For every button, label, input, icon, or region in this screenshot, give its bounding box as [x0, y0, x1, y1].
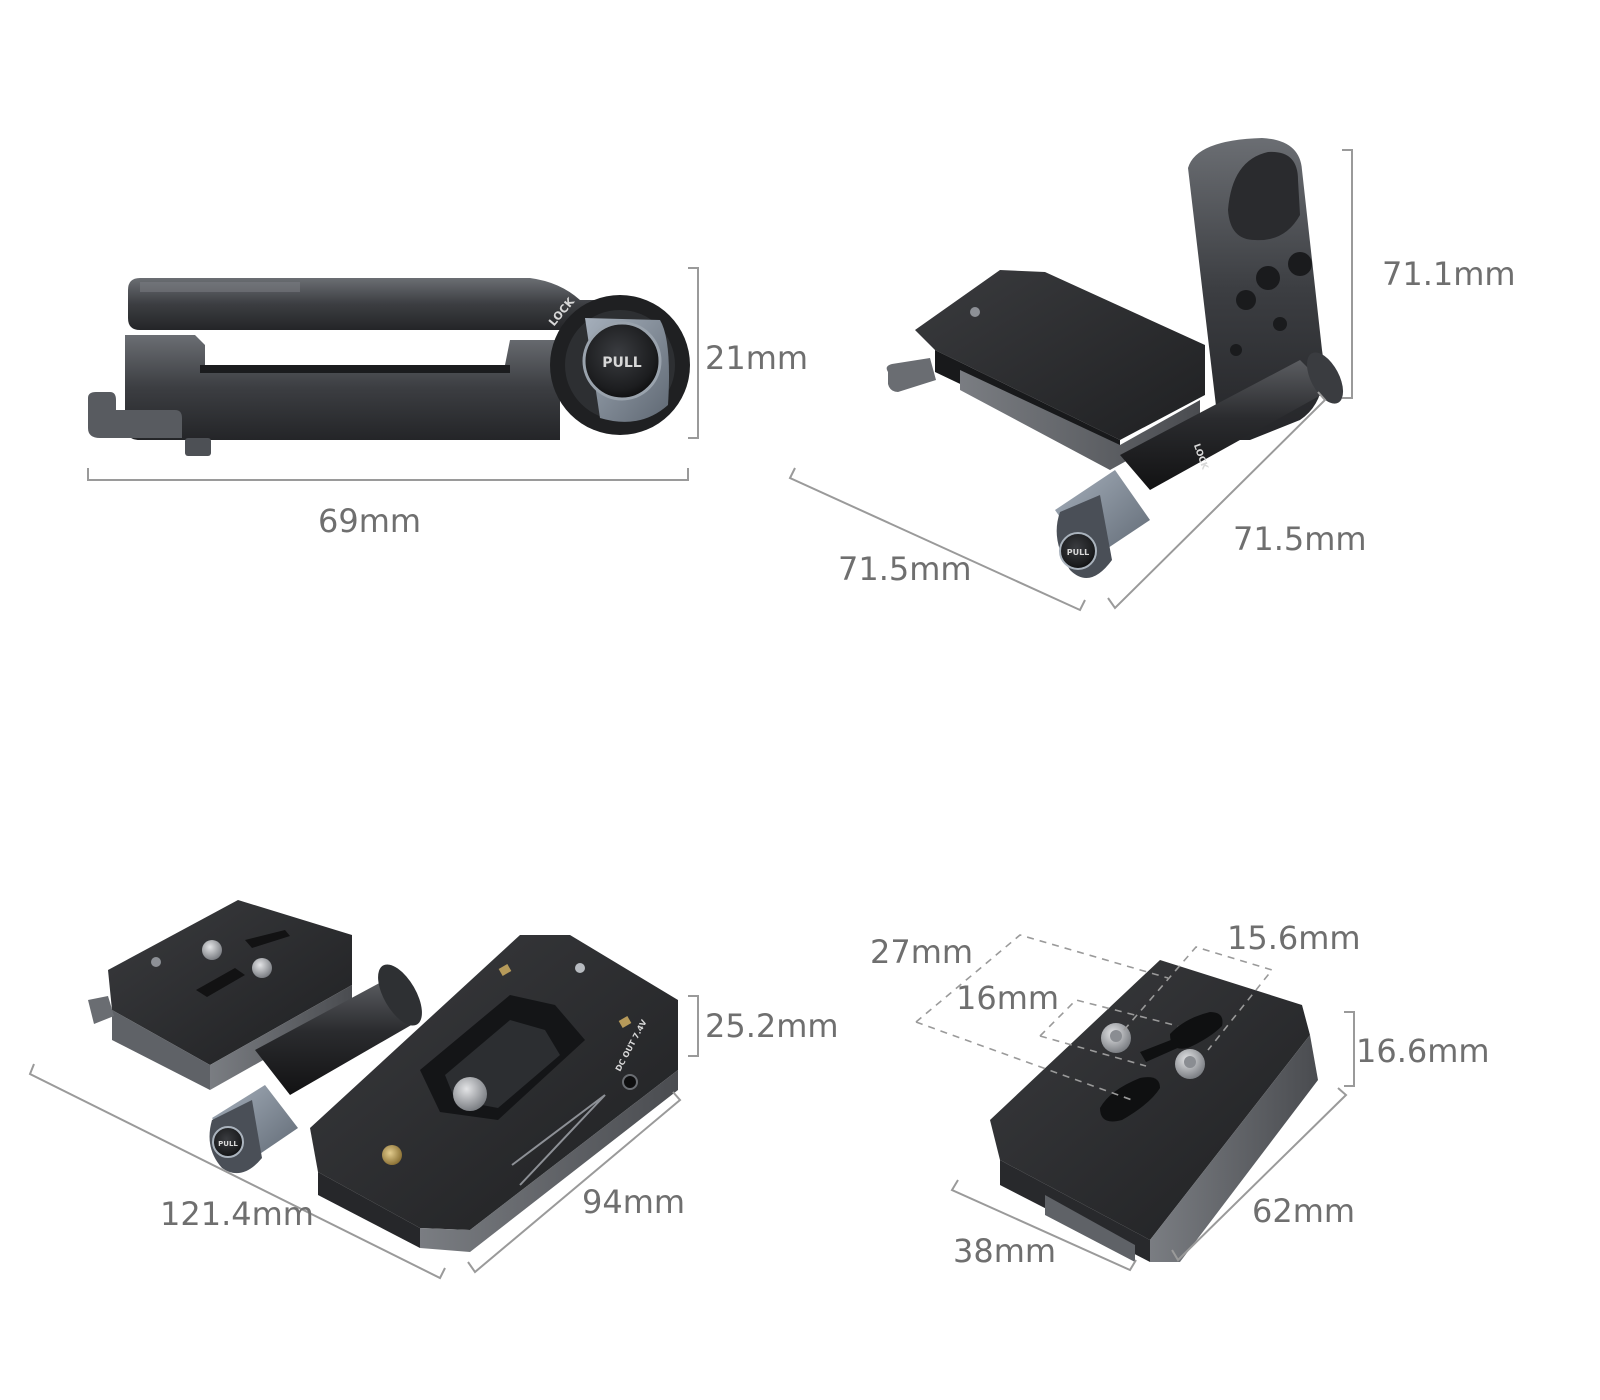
- folded-width-label: 69mm: [318, 502, 422, 540]
- qr-length-label: 62mm: [1252, 1192, 1356, 1230]
- qr-slot-inner-label: 16mm: [956, 979, 1060, 1017]
- battery-dimension-lines: [28, 995, 699, 1280]
- quick-release-view: [990, 960, 1318, 1262]
- upright-dimension-lines: [788, 149, 1353, 612]
- upright-width-label: 71.5mm: [1233, 520, 1367, 558]
- upright-height-label: 71.1mm: [1382, 255, 1516, 293]
- battery-knob-text: PULL: [218, 1140, 238, 1148]
- folded-dimension-lines: [87, 267, 699, 481]
- battery-width-label: 94mm: [582, 1183, 686, 1221]
- battery-height-label: 25.2mm: [705, 1007, 839, 1045]
- folded-side-view: PULL LOCK: [88, 278, 690, 456]
- folded-height-label: 21mm: [705, 339, 809, 377]
- battery-plate-view: PULL DC OUT 7.4V: [88, 900, 678, 1252]
- qr-width-label: 38mm: [953, 1232, 1057, 1270]
- upright-depth-label: 71.5mm: [838, 550, 972, 588]
- qr-screw-spacing-label: 15.6mm: [1227, 919, 1361, 957]
- qr-height-label: 16.6mm: [1356, 1032, 1490, 1070]
- battery-length-label: 121.4mm: [160, 1195, 314, 1233]
- folded-knob-text: PULL: [602, 355, 642, 371]
- upright-view: PULL LOCK: [886, 138, 1344, 578]
- quick-release-dimension-lines: [915, 934, 1355, 1272]
- qr-slot-outer-label: 27mm: [870, 933, 974, 971]
- upright-knob-text: PULL: [1067, 548, 1090, 557]
